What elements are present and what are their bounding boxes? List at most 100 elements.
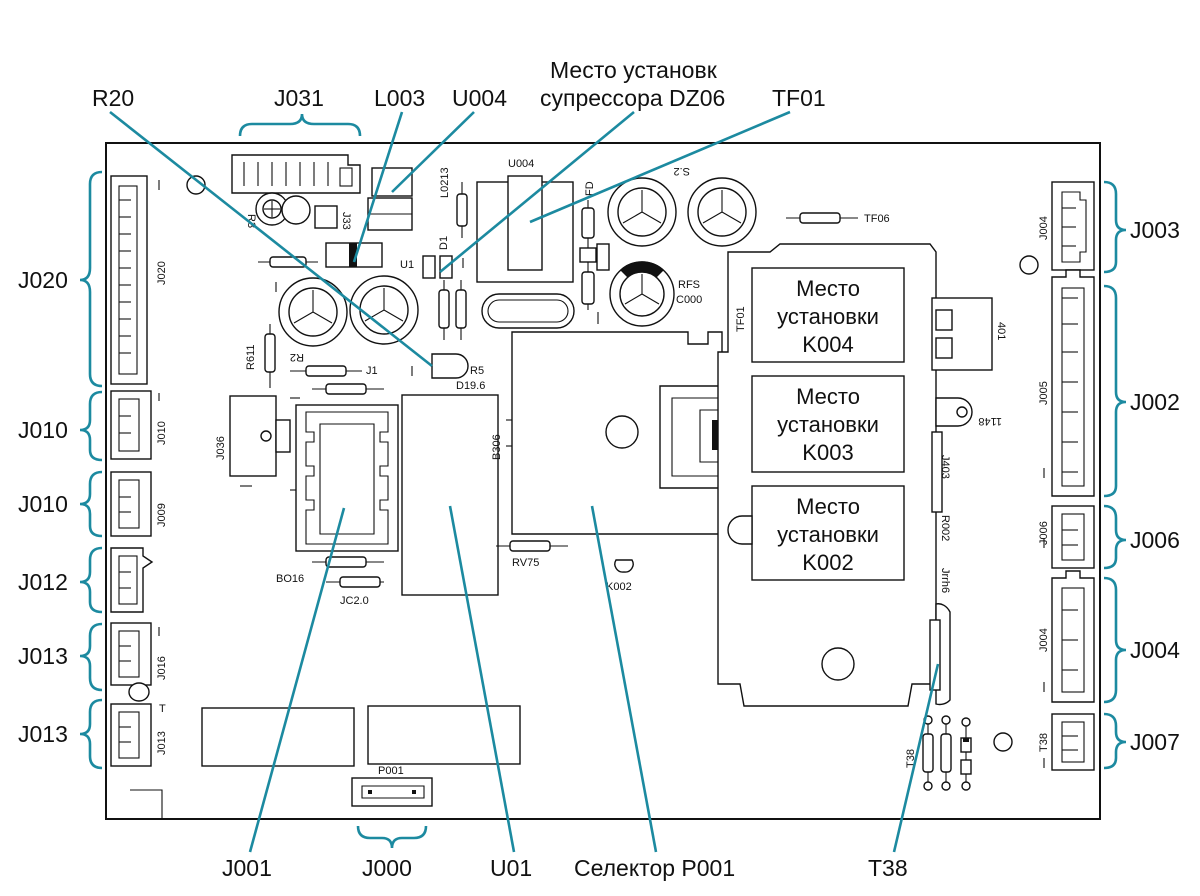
label-t38: T38 — [868, 855, 908, 881]
connector-j031 — [231, 154, 361, 194]
transistor-k002: K002 — [606, 559, 634, 593]
leader-u01 — [448, 505, 516, 853]
resistor-tf06: TF06 — [786, 212, 890, 225]
silk-u1: U1 — [400, 259, 414, 271]
label-j003: J003 — [1130, 217, 1180, 243]
label-j031: J031 — [274, 85, 324, 111]
label-dz06-line1: Место установк — [550, 57, 718, 83]
leader-tf01 — [529, 110, 791, 224]
silk-pin1-marker: T — [159, 703, 166, 715]
silk-j020: J020 — [156, 261, 168, 285]
capacitor-c2 — [349, 275, 419, 345]
silk-l0213: L0213 — [439, 167, 451, 198]
label-j004: J004 — [1130, 637, 1180, 663]
relay-k002-tab — [727, 515, 753, 545]
label-j007: J007 — [1130, 729, 1180, 755]
label-selector-p001: Селектор P001 — [574, 855, 735, 881]
mounting-hole-right — [1019, 255, 1039, 275]
label-tf01: TF01 — [772, 85, 826, 111]
label-j013-a: J013 — [18, 643, 68, 669]
brace-j004 — [1103, 576, 1127, 704]
silk-d196: D19.6 — [456, 380, 485, 392]
silk-j33: J33 — [340, 212, 352, 230]
diode-block — [325, 242, 383, 268]
relay-k004-line2: установки — [777, 304, 879, 329]
silk-j013: J013 — [156, 731, 168, 755]
resistor-jc20: JC2.0 — [326, 576, 384, 607]
label-j000: J000 — [362, 855, 412, 881]
relay-k003-line1: Место — [796, 384, 860, 409]
leader-t38 — [892, 663, 940, 853]
mounting-hole-bottom-right — [993, 732, 1013, 752]
silk-j010: J010 — [156, 421, 168, 445]
terminal-401: 401 — [931, 297, 1007, 371]
brace-j002 — [1103, 284, 1127, 498]
t38-resistor-group: T38 — [905, 715, 972, 791]
label-u01: U01 — [490, 855, 532, 881]
resistor-upper-left — [258, 256, 318, 268]
silk-rv75: RV75 — [512, 557, 539, 569]
capacitor-c3 — [607, 177, 677, 247]
relay-k004-line3: K004 — [802, 332, 853, 357]
resistor-j1: J1 — [290, 365, 378, 377]
thermistor-t38-lead — [929, 619, 941, 691]
silk-1148: 1148 — [978, 415, 1002, 427]
label-j002: J002 — [1130, 389, 1180, 415]
brace-j000 — [356, 825, 428, 849]
relay-k004: Место установки K004 — [751, 267, 905, 363]
selector-p001: B306 — [491, 331, 745, 535]
connector-j012 — [110, 547, 154, 613]
brace-j010-b — [79, 470, 103, 538]
label-j010-a: J010 — [18, 417, 68, 443]
fuse-clip-1148: 1148 — [935, 397, 1002, 427]
silk-bo16: BO16 — [276, 573, 304, 585]
diode-fd: FD — [579, 181, 610, 310]
silk-c000: C000 — [676, 294, 702, 306]
silk-p001: P001 — [378, 765, 404, 777]
leader-selector — [590, 505, 658, 853]
silk-j009: J009 — [156, 503, 168, 527]
leader-u004 — [391, 111, 475, 193]
relay-k003-line3: K003 — [802, 440, 853, 465]
silk-t38-connector: T38 — [1038, 733, 1050, 752]
silk-tf06: TF06 — [864, 213, 890, 225]
mounting-hole-top-left — [186, 175, 206, 195]
brace-j010-a — [79, 390, 103, 462]
connector-j020: J020 — [110, 175, 168, 385]
capacitor-c000: RFS C000 — [597, 261, 702, 327]
brace-j003 — [1103, 180, 1127, 274]
brace-j006 — [1103, 504, 1127, 570]
silk-r611: R611 — [245, 345, 257, 370]
silk-fd: FD — [584, 181, 596, 196]
leader-dz06 — [439, 110, 635, 274]
resistor-pair-vertical — [438, 280, 467, 340]
silk-jrrh6: Jrrh6 — [939, 568, 951, 593]
capacitor-c4 — [687, 177, 757, 247]
component-j403 — [931, 431, 943, 513]
label-j020: J020 — [18, 267, 68, 293]
silk-j005: J005 — [1038, 381, 1050, 405]
silk-j004-top: J004 — [1038, 216, 1050, 240]
silk-j036: J036 — [215, 436, 227, 460]
silk-j403: J403 — [939, 455, 951, 479]
label-j013-b: J013 — [18, 721, 68, 747]
connector-p001: P001 — [351, 765, 433, 807]
silk-rfs: RFS — [678, 279, 700, 291]
resistor-r611: R611 — [245, 324, 276, 388]
relay-k002: Место установки K002 — [751, 485, 905, 581]
resistor-rv75: RV75 — [496, 540, 568, 569]
leader-l003 — [352, 111, 404, 263]
connector-j006: J006 — [1038, 505, 1095, 569]
brace-j007 — [1103, 712, 1127, 770]
silk-r002: R002 — [939, 515, 951, 541]
label-j012: J012 — [18, 569, 68, 595]
silk-b306: B306 — [491, 434, 503, 460]
silk-u004: U004 — [508, 158, 534, 170]
connector-j001 — [290, 404, 399, 552]
connector-j016: J016 — [110, 622, 168, 702]
relay-k002-line1: Место — [796, 494, 860, 519]
connector-j003: J004 — [1038, 181, 1095, 271]
leader-j001 — [248, 507, 346, 853]
silk-j006: J006 — [1038, 521, 1050, 545]
